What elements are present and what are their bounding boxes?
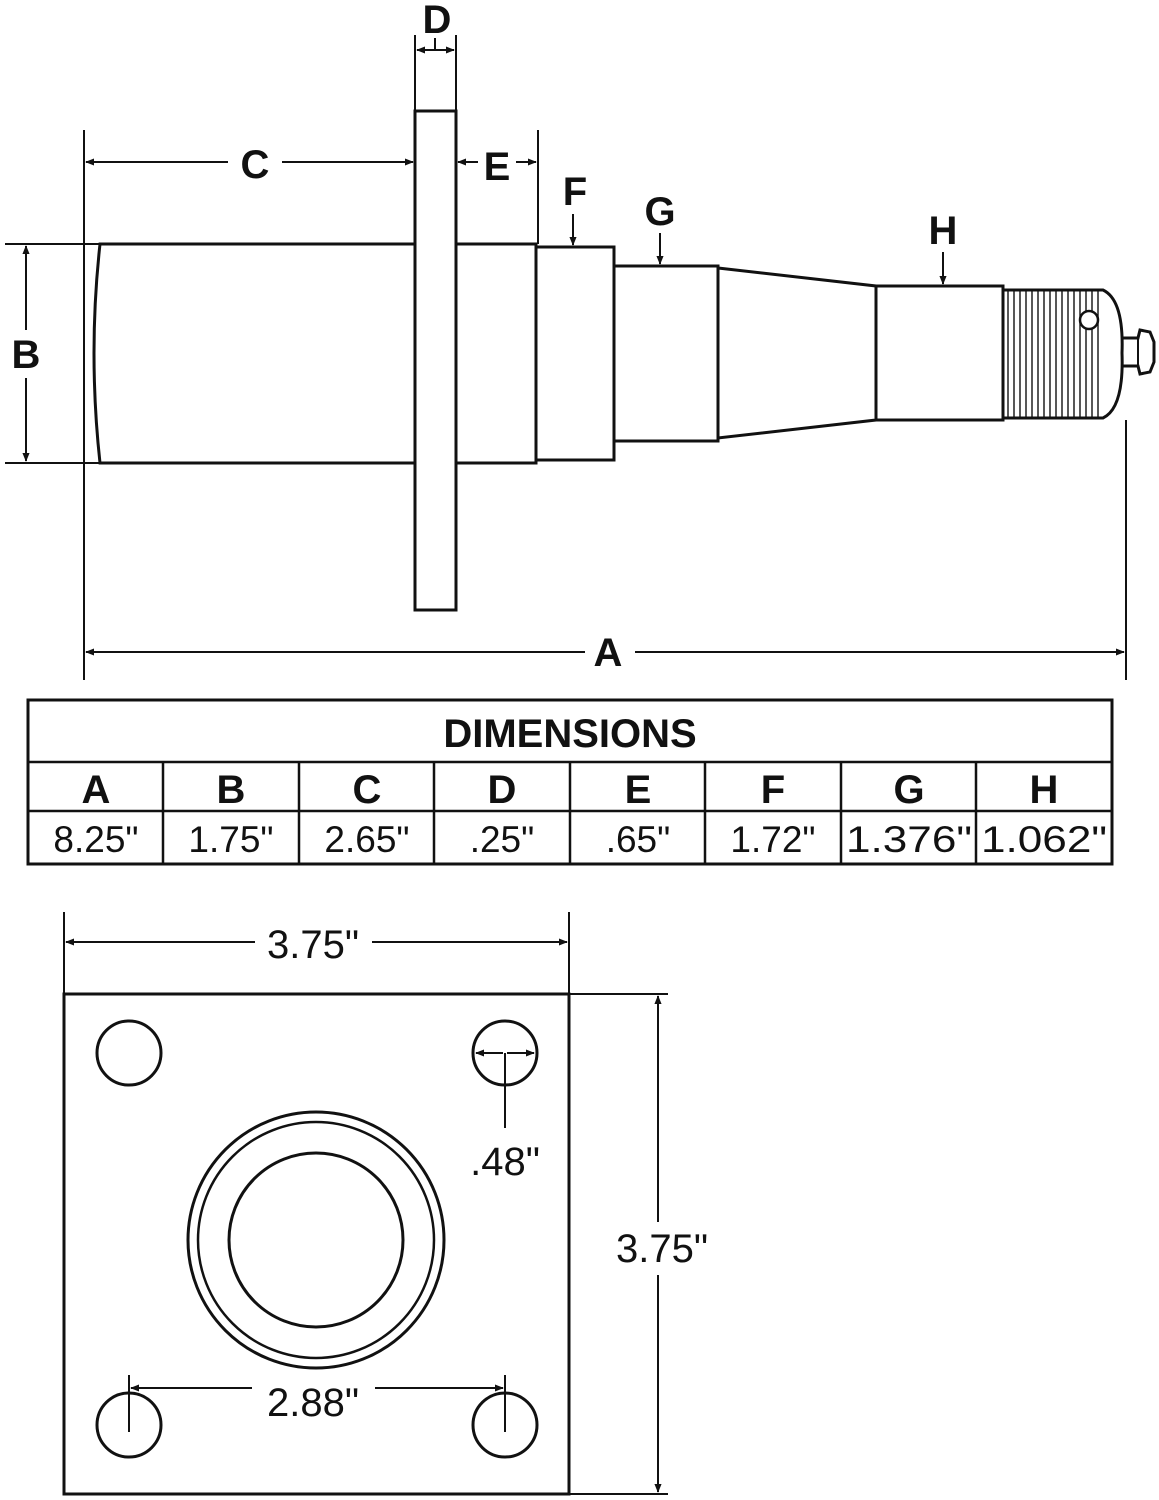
outer-bearing-seat [874,284,1005,422]
spindle-middle-ring [196,1120,436,1360]
table-value-h: 1.062" [981,819,1107,860]
table-header-c: C [353,768,382,812]
label-g: G [644,190,675,234]
label-e: E [484,145,511,189]
label-d: D [423,0,452,42]
flange-dimension-lines [63,912,668,1495]
table-header-h: H [1030,768,1059,812]
table-header-b: B [217,768,246,812]
inner-bearing-seat [534,245,616,462]
table-value-b: 1.75" [188,819,273,860]
bolt-hole-top-left [95,1019,163,1087]
table-value-g: 1.376" [846,819,972,860]
spindle-collar [454,242,538,465]
flange-width-label: 3.75" [267,923,359,967]
hole-spacing-label: 2.88" [267,1381,359,1425]
side-dimension-lines [5,35,1127,680]
flange-plate [413,109,458,612]
label-b: B [12,333,41,377]
table-value-f: 1.72" [730,819,815,860]
label-f: F [563,170,587,214]
spindle-inner-ring [227,1151,405,1329]
table-header-d: D [488,768,517,812]
table-value-c: 2.65" [324,819,409,860]
table-title: DIMENSIONS [443,712,696,756]
spindle-taper [716,266,878,440]
table-value-d: .25" [470,819,535,860]
table-value-a: 8.25" [53,819,138,860]
table-value-e: .65" [606,819,671,860]
grease-fitting [1122,328,1156,376]
table-header-g: G [893,768,924,812]
seal-step [612,264,720,443]
flange-height-label: 3.75" [616,1227,708,1271]
table-header-f: F [761,768,785,812]
label-h: H [929,209,958,253]
spindle-body [92,242,417,465]
threaded-end [1001,288,1124,420]
spindle-side-view [92,109,1156,612]
label-c: C [241,143,270,187]
label-a: A [594,631,623,675]
flange-front-view [62,992,571,1496]
table-header-e: E [625,768,652,812]
table-header-a: A [82,768,111,812]
spindle-outer-ring [186,1110,446,1370]
thread-lines [1007,291,1099,417]
cotter-pin-hole [1078,309,1100,331]
flange-square [62,992,571,1496]
hole-diameter-label: .48" [470,1140,540,1184]
dimensions-table: DIMENSIONS A B C D E F G H 8.25" 1.75" 2… [26,698,1114,866]
